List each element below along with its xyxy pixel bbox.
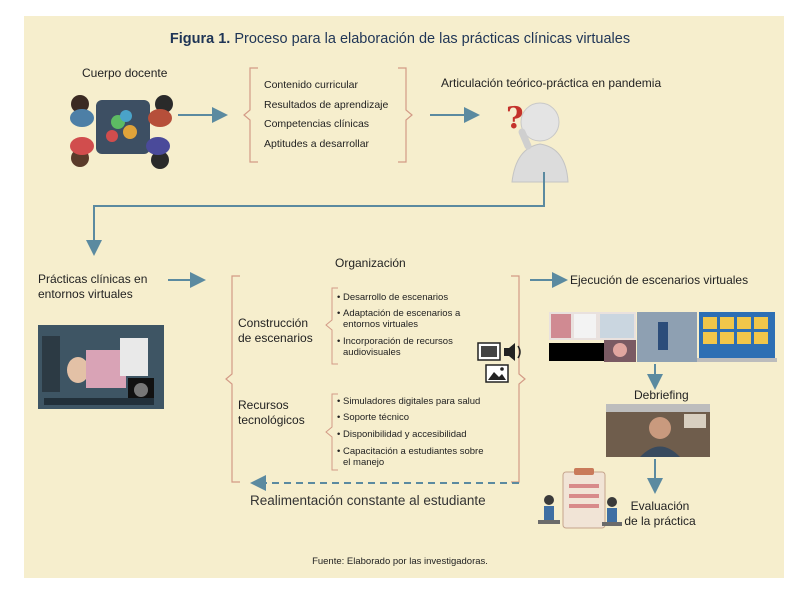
resources-item: Soporte técnico: [337, 412, 409, 423]
brace-left-contents: [243, 67, 258, 163]
source-note: Fuente: Elaborado por las investigadoras…: [312, 556, 488, 567]
organization-label: Organización: [335, 256, 406, 270]
brace-resources: [325, 393, 338, 471]
brace-right-contents: [398, 67, 413, 163]
construction-item: Desarrollo de escenarios: [337, 292, 448, 303]
feedback-label: Realimentación constante al estudiante: [250, 493, 486, 508]
thinker-illustration: ?: [506, 101, 569, 183]
debriefing-image: [606, 404, 710, 457]
construction-label-line2: de escenarios: [238, 331, 313, 345]
practices-label-line2: entornos virtuales: [38, 287, 133, 301]
evaluation-label-line1: Evaluación: [630, 499, 690, 513]
contents-item: Competencias clínicas: [264, 118, 370, 130]
svg-text:?: ?: [506, 101, 524, 136]
teachers-label: Cuerpo docente: [82, 66, 168, 80]
resources-item: Simuladores digitales para salud: [337, 396, 480, 407]
contents-item: Aptitudes a desarrollar: [264, 138, 370, 150]
virtual-scenarios-collage: [549, 312, 777, 362]
connector-to-practices: [86, 172, 545, 256]
evaluation-illustration: [538, 468, 622, 529]
teachers-illustration: [70, 95, 173, 169]
brace-right-organization: [511, 275, 526, 483]
execution-label: Ejecución de escenarios virtuales: [570, 273, 749, 287]
figure-title: Figura 1. Proceso para la elaboración de…: [169, 31, 631, 47]
debriefing-label: Debriefing: [634, 388, 689, 402]
contents-item: Resultados de aprendizaje: [264, 99, 389, 111]
media-icon: [477, 342, 521, 383]
resources-label-line1: Recursos: [238, 398, 289, 412]
construction-label-line1: Construcción: [238, 316, 309, 330]
resources-item: Disponibilidad y accesibilidad: [337, 429, 467, 440]
resources-label-line2: tecnológicos: [238, 413, 305, 427]
brace-construction: [325, 287, 338, 365]
brace-left-organization: [225, 275, 240, 483]
contents-item: Contenido curricular: [264, 79, 358, 91]
articulation-label: Articulación teórico-práctica en pandemi…: [441, 76, 662, 90]
simulator-screenshot: [38, 325, 164, 409]
practices-label-line1: Prácticas clínicas en: [38, 272, 148, 286]
evaluation-label-line2: de la práctica: [624, 514, 696, 528]
